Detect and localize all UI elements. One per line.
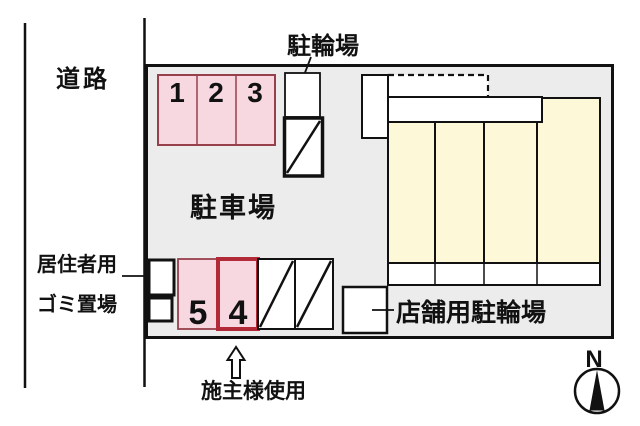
parking-space-5-label: 5 [189, 294, 208, 332]
trash-box-large [147, 258, 176, 297]
trash-box-small [147, 296, 174, 323]
building-entrance [361, 74, 389, 139]
road-label: 道路 [56, 65, 110, 93]
building-walkway [387, 96, 543, 123]
building-canopy-dashed-outline [388, 73, 490, 97]
parking-lot-label: 駐車場 [190, 193, 277, 223]
owner-use-arrow [225, 345, 247, 379]
parking-space-2-label: 2 [208, 77, 224, 108]
bicycle-space-box [284, 72, 321, 118]
building-porch [387, 262, 601, 286]
trash-area-label-line1: 居住者用 [37, 252, 117, 276]
compass-needle [589, 370, 605, 411]
parking-space-4-label: 4 [229, 294, 248, 332]
resident-parking-block [157, 74, 276, 146]
owner-use-label: 施主様使用 [201, 379, 306, 403]
owner-space-5 [177, 258, 219, 330]
building-canopy [388, 75, 488, 97]
hatch-line [258, 260, 295, 328]
trash-area-label-line2: ゴミ置場 [37, 292, 117, 316]
parking-space-1-label: 1 [169, 77, 185, 108]
bicycle-hatch-line [285, 120, 322, 174]
hatch-line [295, 260, 333, 328]
parking-space-3-label: 3 [247, 77, 263, 108]
store-bicycle-parking-label: 店舗用駐輪場 [396, 298, 546, 327]
compass-north-label: N [585, 346, 602, 373]
bicycle-parking-label: 駐輪場 [287, 32, 359, 60]
